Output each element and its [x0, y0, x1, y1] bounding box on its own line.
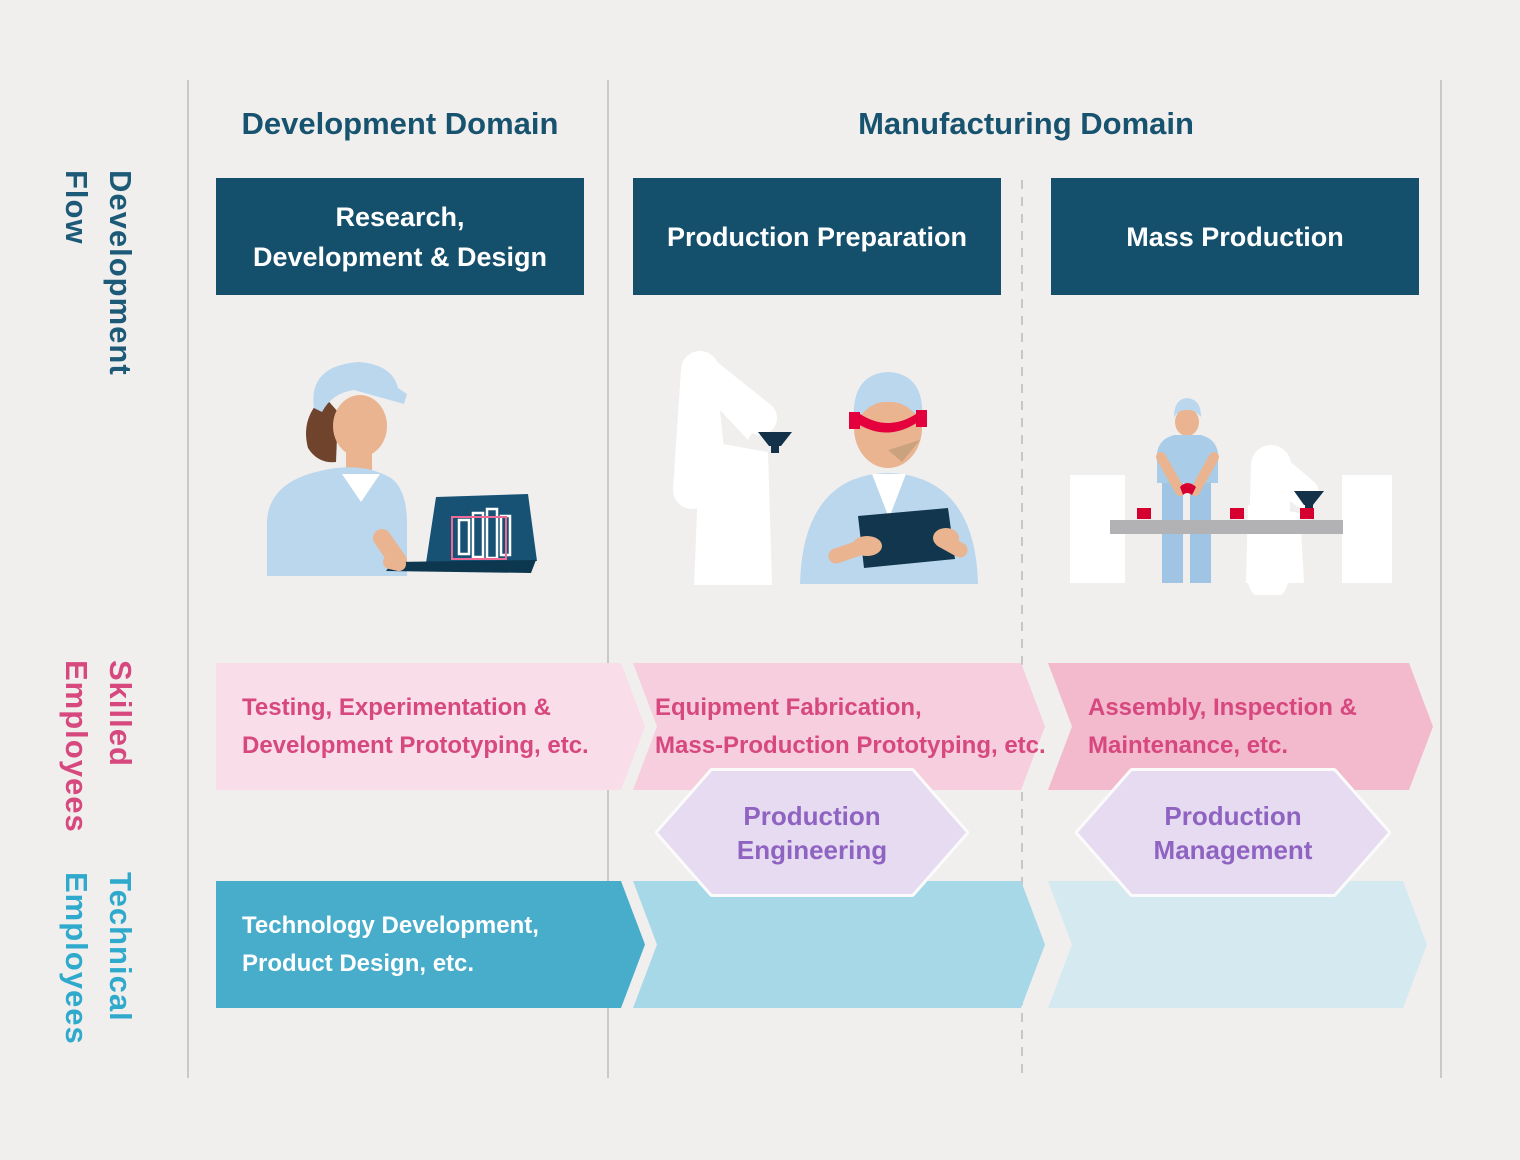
- technical-band-arrows: [216, 881, 1427, 1008]
- development-domain-header: Development Domain: [241, 106, 559, 141]
- tablet: [858, 508, 955, 568]
- development-flow-label: Development Flow: [59, 170, 138, 376]
- machine-right: [1342, 475, 1392, 583]
- operator-figure: [1156, 398, 1219, 583]
- cap-icon: [853, 372, 923, 424]
- technical-band-text-1: Technology Development, Product Design, …: [242, 911, 539, 977]
- skilled-band-text-3: Assembly, Inspection & Maintenance, etc.: [1088, 693, 1357, 759]
- gripper-icon: [1294, 491, 1324, 505]
- skilled-band-text-2: Equipment Fabrication, Mass-Production P…: [655, 693, 1046, 759]
- production-engineering-hexagon: Production Engineering: [736, 800, 888, 865]
- hexagon-badges: [655, 768, 1391, 897]
- skilled-band-text-1: Testing, Experimentation & Development P…: [242, 693, 589, 759]
- red-part-icon: [1180, 483, 1196, 495]
- worker-figure: [267, 362, 407, 576]
- skilled-band-arrows: [216, 663, 1433, 790]
- laptop: [383, 494, 537, 573]
- left-axis-line: [187, 80, 189, 1078]
- technical-employees-label: Technical Employees: [59, 872, 138, 1045]
- domain-divider-line: [607, 80, 609, 1078]
- production-management-hexagon: Production Management: [1153, 800, 1313, 865]
- conveyor-belt: [1110, 520, 1343, 534]
- phase-divider-dashed-line: [1021, 180, 1023, 1078]
- skilled-employees-label: Skilled Employees: [59, 660, 138, 833]
- robot-arm: [673, 351, 792, 585]
- engineer-laptop-illustration: [267, 362, 537, 576]
- right-border-line: [1440, 80, 1442, 1078]
- mass-production-illustration: [1070, 398, 1392, 595]
- stage-box-production-preparation: Production Preparation: [633, 178, 1001, 295]
- production-preparation-illustration: [673, 351, 978, 585]
- cap-icon: [1174, 398, 1201, 417]
- conveyor-parts: [1137, 508, 1314, 519]
- cap-icon: [313, 362, 407, 412]
- goggles-band-icon: [858, 414, 918, 433]
- stage-box-mass-production: Mass Production: [1051, 178, 1419, 295]
- stage-box-research-development-design: Research, Development & Design: [216, 178, 584, 295]
- gripper-icon: [758, 432, 792, 446]
- manufacturing-domain-header: Manufacturing Domain: [858, 106, 1194, 141]
- technician-figure: [800, 372, 978, 584]
